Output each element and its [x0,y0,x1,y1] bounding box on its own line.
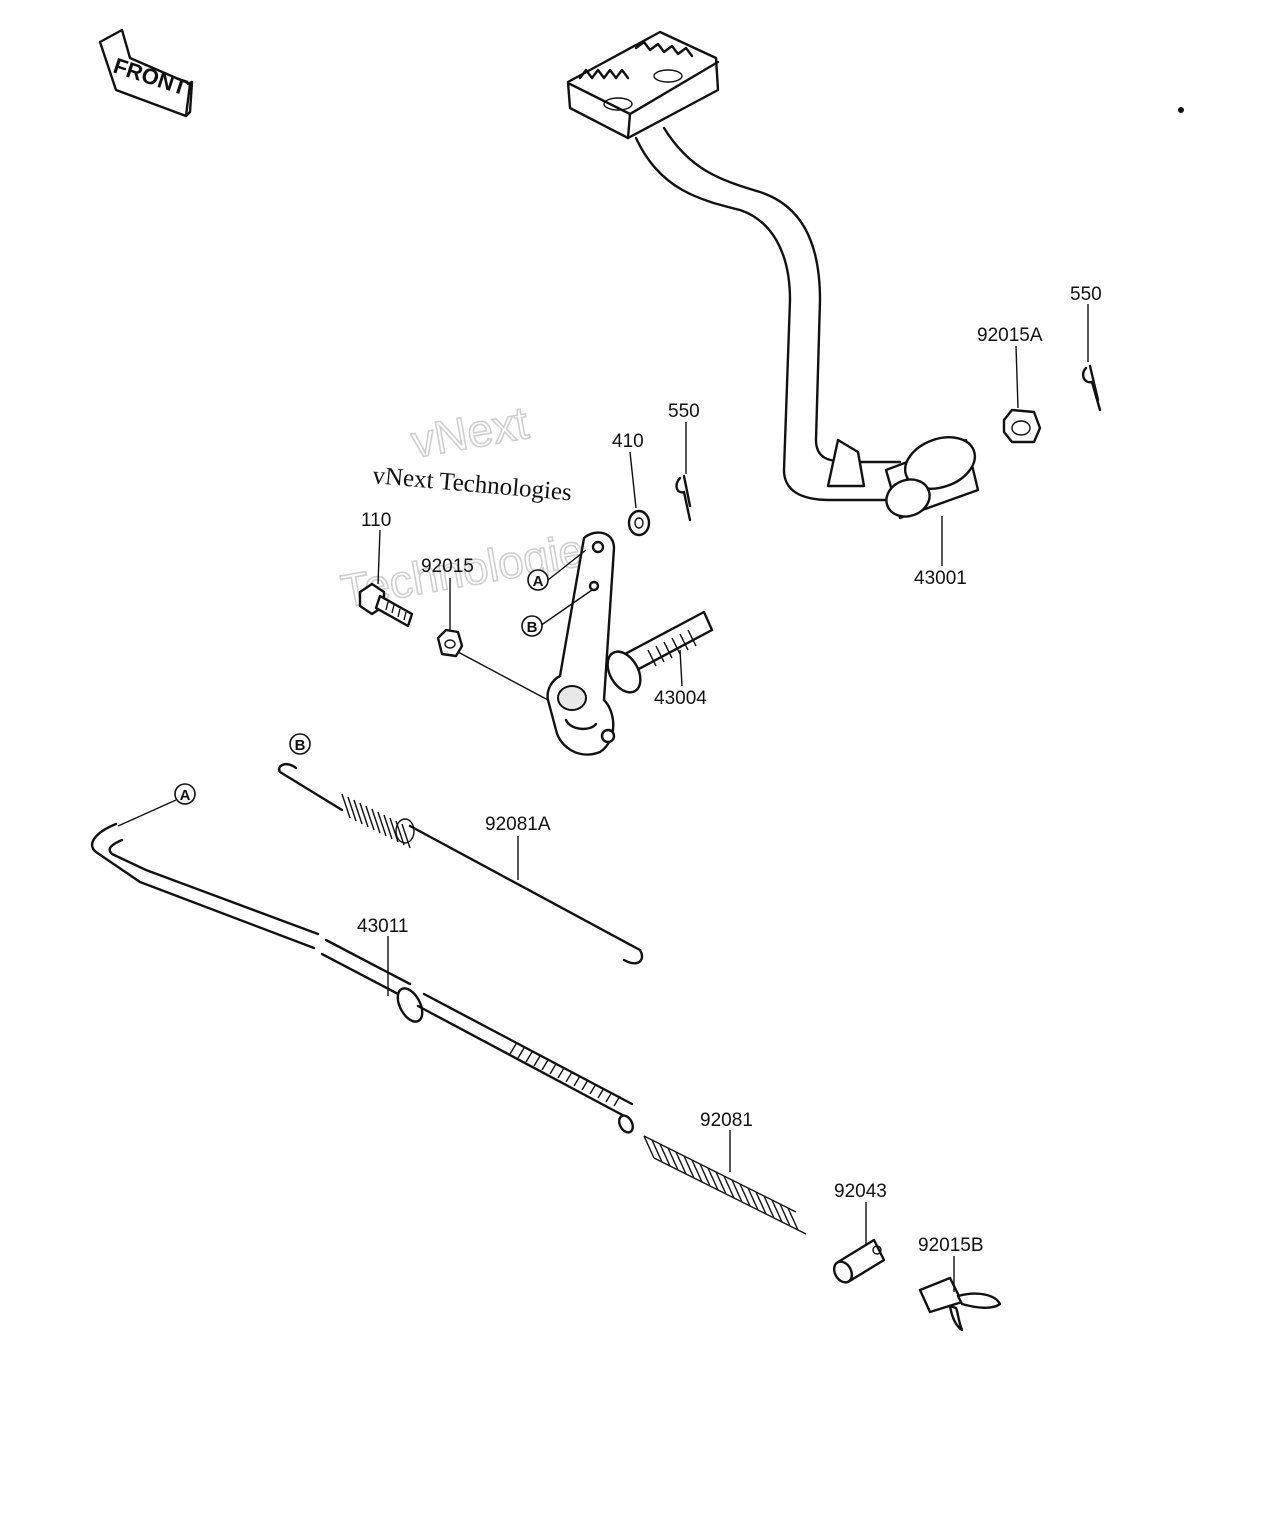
brake-pedal-43001 [566,30,980,520]
spring-92081A [277,762,644,965]
ref-circle-rod-a: A [174,783,196,805]
ref-circle-lever-a: A [527,569,549,591]
ref-circle-lever-b: B [521,615,543,637]
ref-letter-lever-a: A [533,573,544,590]
ref-letter-lever-b: B [527,619,538,636]
watermark-outline-line1: vNext [407,396,532,468]
cotter-pin-550-mid [675,474,692,522]
nut-92015 [436,628,464,658]
ref-letter-spring-b: B [295,737,306,754]
watermark-plain-text: vNext Technologies [371,462,572,506]
label-43004: 43004 [654,688,707,709]
label-92043: 92043 [834,1181,887,1202]
bolt-110 [358,582,414,628]
label-92081: 92081 [700,1110,753,1131]
leader-lines [117,304,1089,1292]
front-arrow-icon: FRONT [98,28,194,118]
stray-dot [1178,107,1184,113]
label-43011: 43011 [357,916,408,937]
wing-nut-92015B [918,1276,1002,1332]
label-410: 410 [612,431,644,452]
nut-92015A [1002,408,1042,444]
label-43001: 43001 [914,568,967,589]
ref-circle-spring-b: B [289,733,311,755]
label-92015B: 92015B [918,1235,984,1256]
spring-92081 [643,1135,807,1235]
washer-410 [627,509,651,537]
pin-92043 [832,1238,886,1284]
ref-letter-rod-a: A [180,787,191,804]
lever-shaft-43004 [546,531,714,756]
label-92015A: 92015A [977,325,1043,346]
reference-letters: A B B A [174,569,549,805]
label-92015: 92015 [421,556,474,577]
rod-43011 [90,822,634,1134]
part-labels: 550 92015A 43001 550 410 110 92015 43004… [357,284,1102,1256]
cotter-pin-550-top [1081,364,1102,412]
label-550-top: 550 [1070,284,1102,305]
label-550-mid: 550 [668,401,700,422]
label-110: 110 [361,510,391,531]
label-92081A: 92081A [485,814,551,835]
